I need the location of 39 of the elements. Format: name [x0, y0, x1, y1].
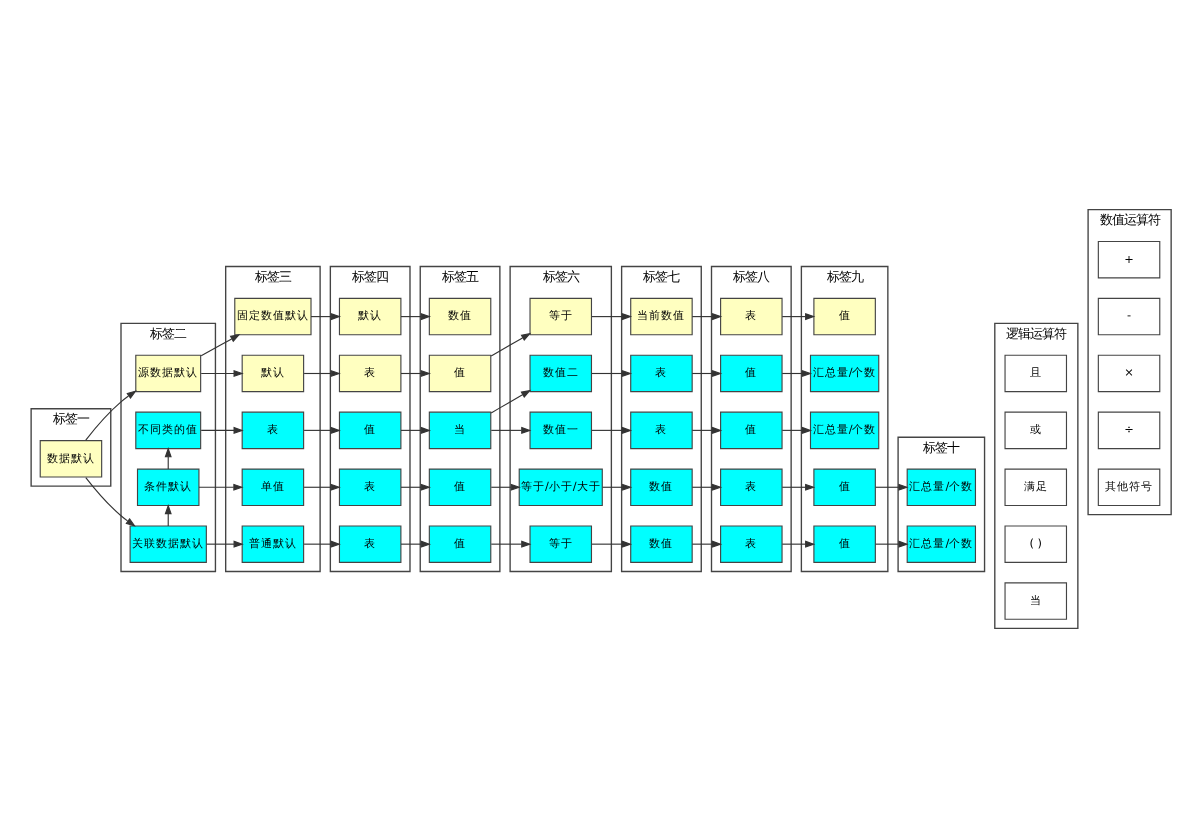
arrow [781, 312, 816, 320]
arrow [490, 425, 532, 433]
arrow [400, 425, 431, 433]
arrow [490, 539, 532, 547]
arrow [85, 476, 136, 526]
arrow [781, 482, 816, 490]
arrow [781, 539, 816, 547]
arrow [303, 368, 341, 377]
arrow [206, 539, 244, 547]
arrow [200, 425, 244, 433]
arrow [85, 389, 137, 440]
arrow [198, 482, 244, 490]
arrow [781, 425, 813, 433]
arrow [875, 482, 909, 490]
arrow [490, 388, 532, 413]
arrow [875, 539, 909, 547]
arrow [591, 312, 633, 320]
arrow [691, 312, 723, 320]
arrow [200, 333, 241, 356]
arrow [490, 331, 532, 356]
arrow [400, 368, 431, 377]
arrow [310, 312, 342, 320]
arrow [591, 425, 633, 433]
arrow [591, 368, 633, 377]
arrow [591, 539, 633, 547]
arrow [691, 539, 723, 547]
arrow [303, 482, 341, 490]
arrow [400, 482, 431, 490]
arrow [691, 482, 723, 490]
arrow [400, 539, 431, 547]
arrow [691, 425, 723, 433]
arrow [400, 312, 431, 320]
arrow [490, 482, 521, 490]
arrow [303, 425, 341, 433]
arrow [601, 482, 633, 490]
arrow [691, 368, 723, 377]
arrow [303, 539, 341, 547]
arrow [781, 368, 813, 377]
arrow [200, 368, 244, 377]
